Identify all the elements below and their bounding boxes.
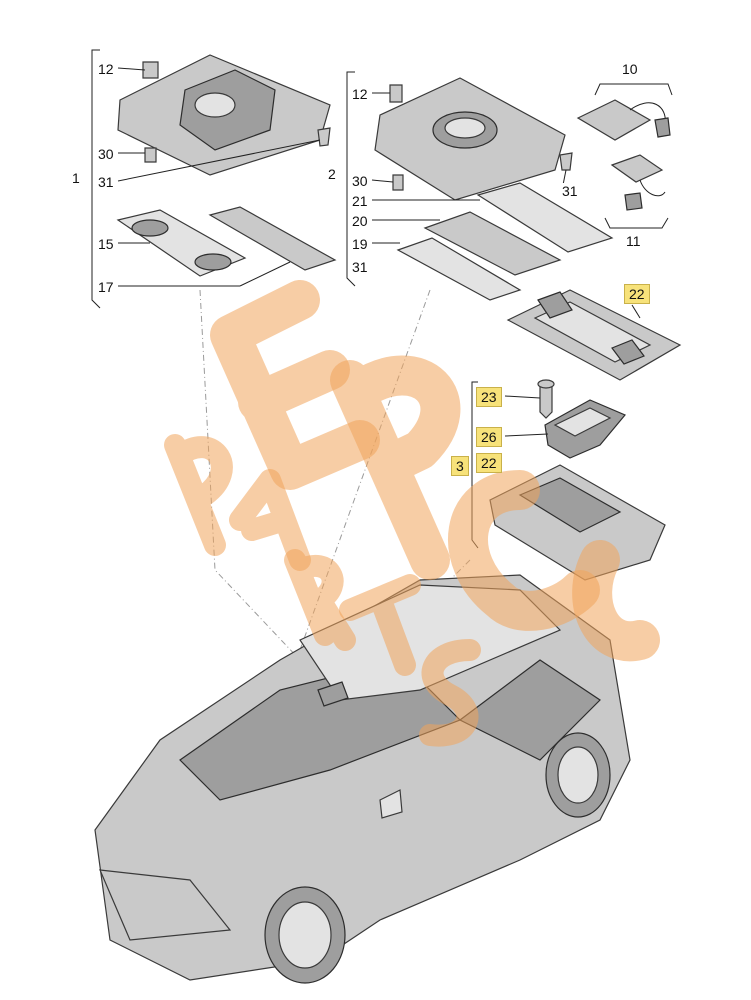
callout-15[interactable]: 15 xyxy=(96,236,116,252)
callout-22-bezel[interactable]: 22 xyxy=(624,284,650,304)
callout-31-screw[interactable]: 31 xyxy=(560,183,580,199)
module-11 xyxy=(610,154,664,183)
screw-31-g2 xyxy=(559,152,573,171)
connector-11 xyxy=(624,192,643,211)
group-11-bracket xyxy=(604,217,669,229)
housing-3-cavity xyxy=(518,477,622,533)
callout-1[interactable]: 1 xyxy=(70,170,82,186)
panel-20 xyxy=(423,211,562,276)
wire-11 xyxy=(639,179,666,197)
car-body xyxy=(94,574,631,981)
bezel-22-switch-a xyxy=(537,291,573,319)
module-10 xyxy=(576,99,652,141)
connector-10 xyxy=(654,117,671,138)
group-2-bracket xyxy=(346,71,356,287)
lens-19 xyxy=(396,237,522,301)
car-mirror xyxy=(379,789,403,819)
stud-30-g2 xyxy=(392,174,404,191)
cover-17 xyxy=(208,206,337,271)
lens-15-right xyxy=(194,253,232,271)
watermark-logo xyxy=(164,280,660,747)
callout-19[interactable]: 19 xyxy=(350,236,370,252)
group-2-console xyxy=(346,71,614,301)
callout-12-group2[interactable]: 12 xyxy=(350,86,370,102)
clip-12-g2 xyxy=(389,84,403,103)
console-2-lens-inner xyxy=(444,117,486,139)
car-illustration xyxy=(94,574,631,984)
callout-11[interactable]: 11 xyxy=(624,233,643,249)
callout-30-group2[interactable]: 30 xyxy=(350,173,370,189)
car-roof-module xyxy=(317,681,349,707)
screw-31-g1 xyxy=(317,127,331,147)
lens-15-left xyxy=(131,219,169,237)
clip-12-g1 xyxy=(142,61,159,79)
car-grille xyxy=(99,869,232,941)
callout-10[interactable]: 10 xyxy=(620,61,640,77)
callout-3[interactable]: 3 xyxy=(451,456,469,476)
callout-23[interactable]: 23 xyxy=(476,387,502,407)
group-1-console xyxy=(91,49,337,309)
car-front-rim xyxy=(278,901,332,969)
group-4-bezel xyxy=(506,289,682,381)
callout-30-group1[interactable]: 30 xyxy=(96,146,116,162)
bezel-22-switch-b xyxy=(611,339,645,365)
stud-30-g1 xyxy=(144,147,157,163)
group-1-bracket xyxy=(91,49,101,309)
group-10-bracket xyxy=(594,83,673,96)
screw-23-head xyxy=(537,379,555,389)
callout-2[interactable]: 2 xyxy=(326,166,338,182)
car-side-window xyxy=(458,659,601,761)
callout-26[interactable]: 26 xyxy=(476,427,502,447)
group-3-wiring xyxy=(576,83,673,229)
callout-20[interactable]: 20 xyxy=(350,213,370,229)
callout-31-group2[interactable]: 31 xyxy=(350,259,370,275)
pad-21 xyxy=(476,182,614,253)
car-rear-rim xyxy=(557,746,599,804)
callout-22-assembly[interactable]: 22 xyxy=(476,453,502,473)
screw-23 xyxy=(539,383,553,419)
switch-26-face xyxy=(553,407,612,437)
callout-12-group1[interactable]: 12 xyxy=(96,61,116,77)
callout-17[interactable]: 17 xyxy=(96,279,116,295)
callout-31-group1[interactable]: 31 xyxy=(96,174,116,190)
callout-21[interactable]: 21 xyxy=(350,193,370,209)
console-1-lens xyxy=(194,92,236,118)
